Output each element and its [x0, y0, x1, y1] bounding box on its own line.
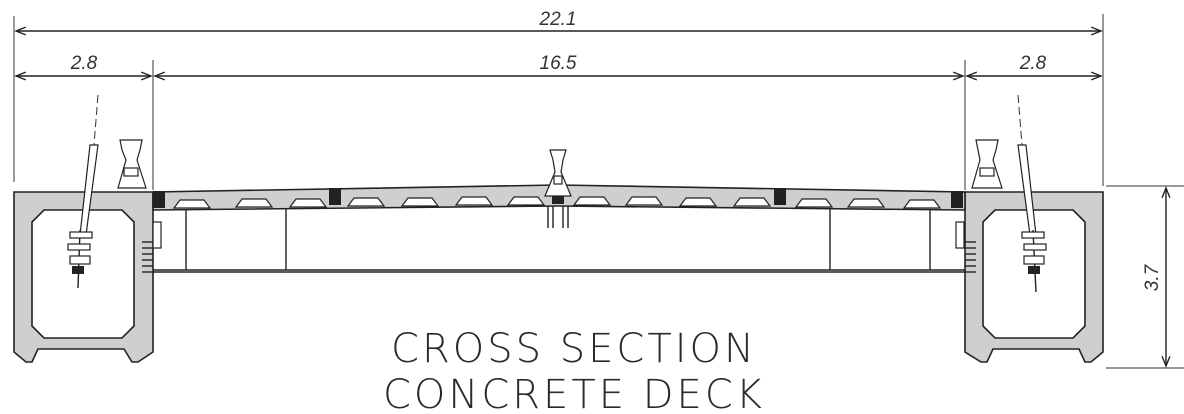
title-line-2: CONCRETE DECK — [383, 372, 765, 414]
right-box-girder — [955, 94, 1104, 363]
depth-label: 3.7 — [1142, 263, 1163, 291]
right-girder-width-label: 2.8 — [1019, 53, 1047, 74]
left-box-girder — [13, 94, 162, 363]
title-line-1: CROSS SECTION — [391, 326, 757, 372]
dimension-lines — [13, 14, 1184, 369]
right-anchor-ticks — [965, 241, 976, 273]
deck-width-label: 16.5 — [540, 53, 577, 74]
deck-voids — [172, 196, 942, 209]
left-girder-width-label: 2.8 — [70, 53, 98, 74]
lower-framing — [153, 209, 965, 273]
left-anchor-ticks — [142, 241, 153, 273]
deck-slab — [152, 184, 966, 211]
center-pole — [544, 149, 572, 228]
overall-width-label: 22.1 — [539, 9, 577, 30]
